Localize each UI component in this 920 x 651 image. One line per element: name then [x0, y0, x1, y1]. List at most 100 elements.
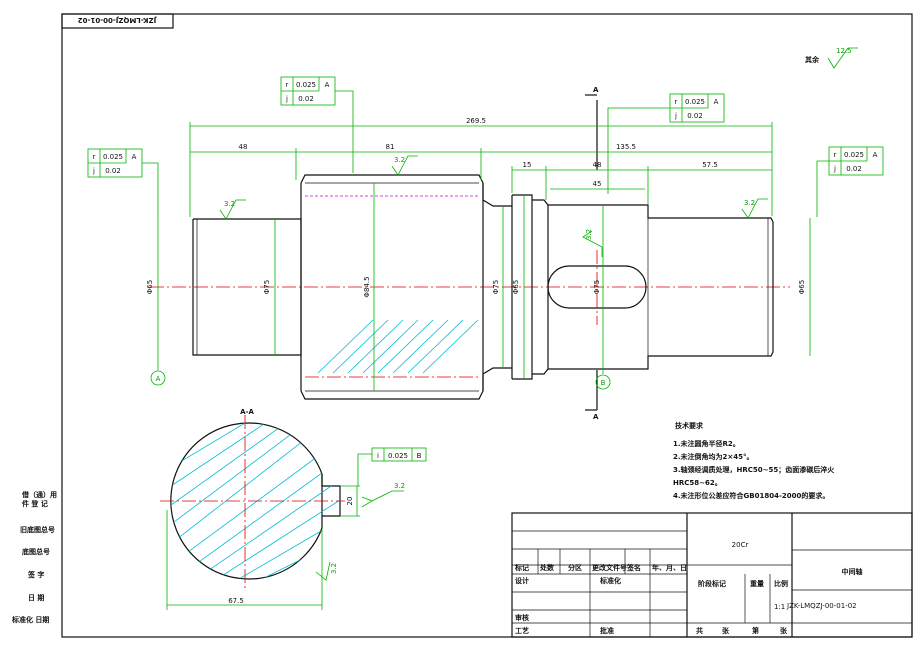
tech-req-line-5: 4.未注形位公差应符合GB01804-2000的要求。 [673, 491, 829, 500]
datum-b: B [595, 369, 611, 390]
dim-81: 81 [386, 143, 395, 151]
svg-text:年、月、日: 年、月、日 [652, 563, 687, 572]
roughness-key: 3.2 [585, 229, 593, 240]
svg-text:标记: 标记 [514, 563, 529, 572]
svg-text:0.02: 0.02 [846, 165, 862, 173]
svg-text:分区: 分区 [568, 563, 582, 572]
dim-dia-collar: Φ75 [492, 280, 500, 294]
dim-dia-key: Φ75 [593, 280, 601, 294]
tech-req-line-3: 3.轴颈经调质处理，HRC50~55；齿面渗碳后淬火 [673, 465, 835, 474]
svg-text:j: j [833, 165, 836, 173]
svg-text:更改文件号: 更改文件号 [592, 563, 627, 572]
svg-text:0.025: 0.025 [685, 98, 705, 106]
svg-text:标准化: 标准化 [599, 576, 621, 585]
svg-text:批准: 批准 [600, 626, 614, 635]
section-mark-bottom: A [593, 413, 599, 421]
tech-req-line-1: 1.未注圆角半径R2。 [673, 439, 740, 448]
svg-text:设计: 设计 [515, 576, 529, 585]
part-number-box [61, 13, 174, 29]
svg-text:比例: 比例 [774, 579, 788, 588]
svg-text:B: B [417, 452, 422, 460]
roughness-symbol-other: 12.5 [827, 47, 858, 69]
other-roughness-label: 其余 [805, 55, 820, 64]
side-label-1: 借（通）用 [21, 490, 57, 499]
svg-text:r: r [834, 151, 837, 159]
sheet-border [61, 13, 913, 638]
section-mark-top: A [593, 86, 599, 94]
tech-req-line-2: 2.未注倒角均为2×45°。 [673, 452, 754, 461]
side-label-5: 签 字 [27, 570, 44, 579]
key-journal [548, 204, 774, 370]
roughness-section-bottom: 3.2 [330, 563, 338, 574]
dim-48-right: 48 [593, 161, 602, 169]
roughness-symbols: 3.2 3.2 3.2 3.2 [219, 155, 768, 257]
svg-text:重量: 重量 [750, 579, 764, 588]
side-label-3: 旧底图总号 [20, 525, 55, 534]
collar [512, 194, 533, 380]
tolerance-frame-left: r 0.025 A j 0.02 [87, 148, 159, 219]
side-labels: 借（通）用 件 登 记 旧底图总号 底图总号 签 字 日 期 标准化 日期 [11, 490, 57, 624]
svg-text:A: A [873, 151, 878, 159]
svg-text:审核: 审核 [515, 613, 529, 622]
svg-text:0.025: 0.025 [388, 452, 408, 460]
svg-text:j: j [674, 112, 677, 120]
datum-a: A [150, 355, 166, 386]
svg-text:工艺: 工艺 [515, 626, 529, 635]
datum-b-label: B [601, 379, 606, 387]
dim-57: 57.5 [702, 161, 718, 169]
gear-body-top [300, 174, 512, 207]
roughness-right: 3.2 [744, 199, 755, 207]
shaft-front-view: A A [150, 86, 790, 421]
svg-text:0.025: 0.025 [296, 81, 316, 89]
svg-text:r: r [286, 81, 289, 89]
svg-text:张: 张 [722, 626, 730, 635]
dim-15: 15 [523, 161, 532, 169]
svg-text:r: r [675, 98, 678, 106]
svg-text:0.02: 0.02 [687, 112, 703, 120]
svg-text:共: 共 [696, 626, 703, 635]
svg-text:签名: 签名 [626, 563, 641, 572]
svg-text:张: 张 [780, 626, 788, 635]
tolerance-frame-center-right: r 0.025 A j 0.02 [607, 93, 725, 194]
title-block: 20Cr 中间轴 标记 处数 分区 更改文件号 签名 年、月、日 设计 标准化 … [511, 512, 913, 638]
side-label-7: 标准化 日期 [11, 615, 49, 624]
svg-text:第: 第 [752, 626, 759, 635]
dim-dia-mid: Φ75 [263, 280, 271, 294]
svg-text:A: A [714, 98, 719, 106]
dim-dia-shoulder: Φ65 [512, 280, 520, 294]
dim-dia-left: Φ65 [146, 280, 154, 294]
datum-a-label: A [156, 375, 161, 383]
svg-text:0.02: 0.02 [298, 95, 314, 103]
dim-section-width: 67.5 [228, 597, 244, 605]
gear-tooth-hatch [317, 319, 479, 374]
svg-text:r: r [93, 153, 96, 161]
tech-req-line-4: HRC58~62。 [673, 479, 722, 487]
other-roughness-value: 12.5 [836, 47, 852, 55]
svg-text:0.02: 0.02 [105, 167, 121, 175]
roughness-left: 3.2 [224, 200, 235, 208]
svg-text:i: i [377, 452, 379, 460]
dim-dia-gear: Φ84.5 [363, 276, 371, 297]
svg-text:阶段标记: 阶段标记 [698, 579, 726, 588]
svg-text:j: j [285, 95, 288, 103]
roughness-gear: 3.2 [394, 156, 405, 164]
svg-text:0.025: 0.025 [103, 153, 123, 161]
part-number-mirrored: JZK-LMQZJ-00-01-02 [78, 16, 158, 24]
side-label-6: 日 期 [28, 593, 44, 602]
tb-code: JZK-LMQZJ-00-01-02 [786, 602, 857, 610]
tolerance-frame-section: i 0.025 B [357, 447, 427, 486]
svg-text:A: A [325, 81, 330, 89]
section-a-a: A-A 67.5 20 [160, 408, 427, 610]
technical-requirements: 技术要求 1.未注圆角半径R2。 2.未注倒角均为2×45°。 3.轴颈经调质处… [673, 421, 835, 500]
dim-key-width: 20 [346, 497, 354, 506]
tolerance-frame-far-right: r 0.025 A j 0.02 [816, 146, 884, 217]
dim-135: 135.5 [616, 143, 636, 151]
dim-overall: 269.5 [466, 117, 486, 125]
tolerance-frame-middle: r 0.025 A j 0.02 [280, 76, 354, 173]
side-label-4: 底图总号 [22, 547, 50, 556]
tb-part-name: 中间轴 [842, 567, 863, 576]
tb-material: 20Cr [732, 541, 749, 549]
svg-text:j: j [92, 167, 95, 175]
dimensions: 269.5 48 81 135.5 15 48 45 57.5 Φ65 Φ75 … [146, 117, 811, 391]
